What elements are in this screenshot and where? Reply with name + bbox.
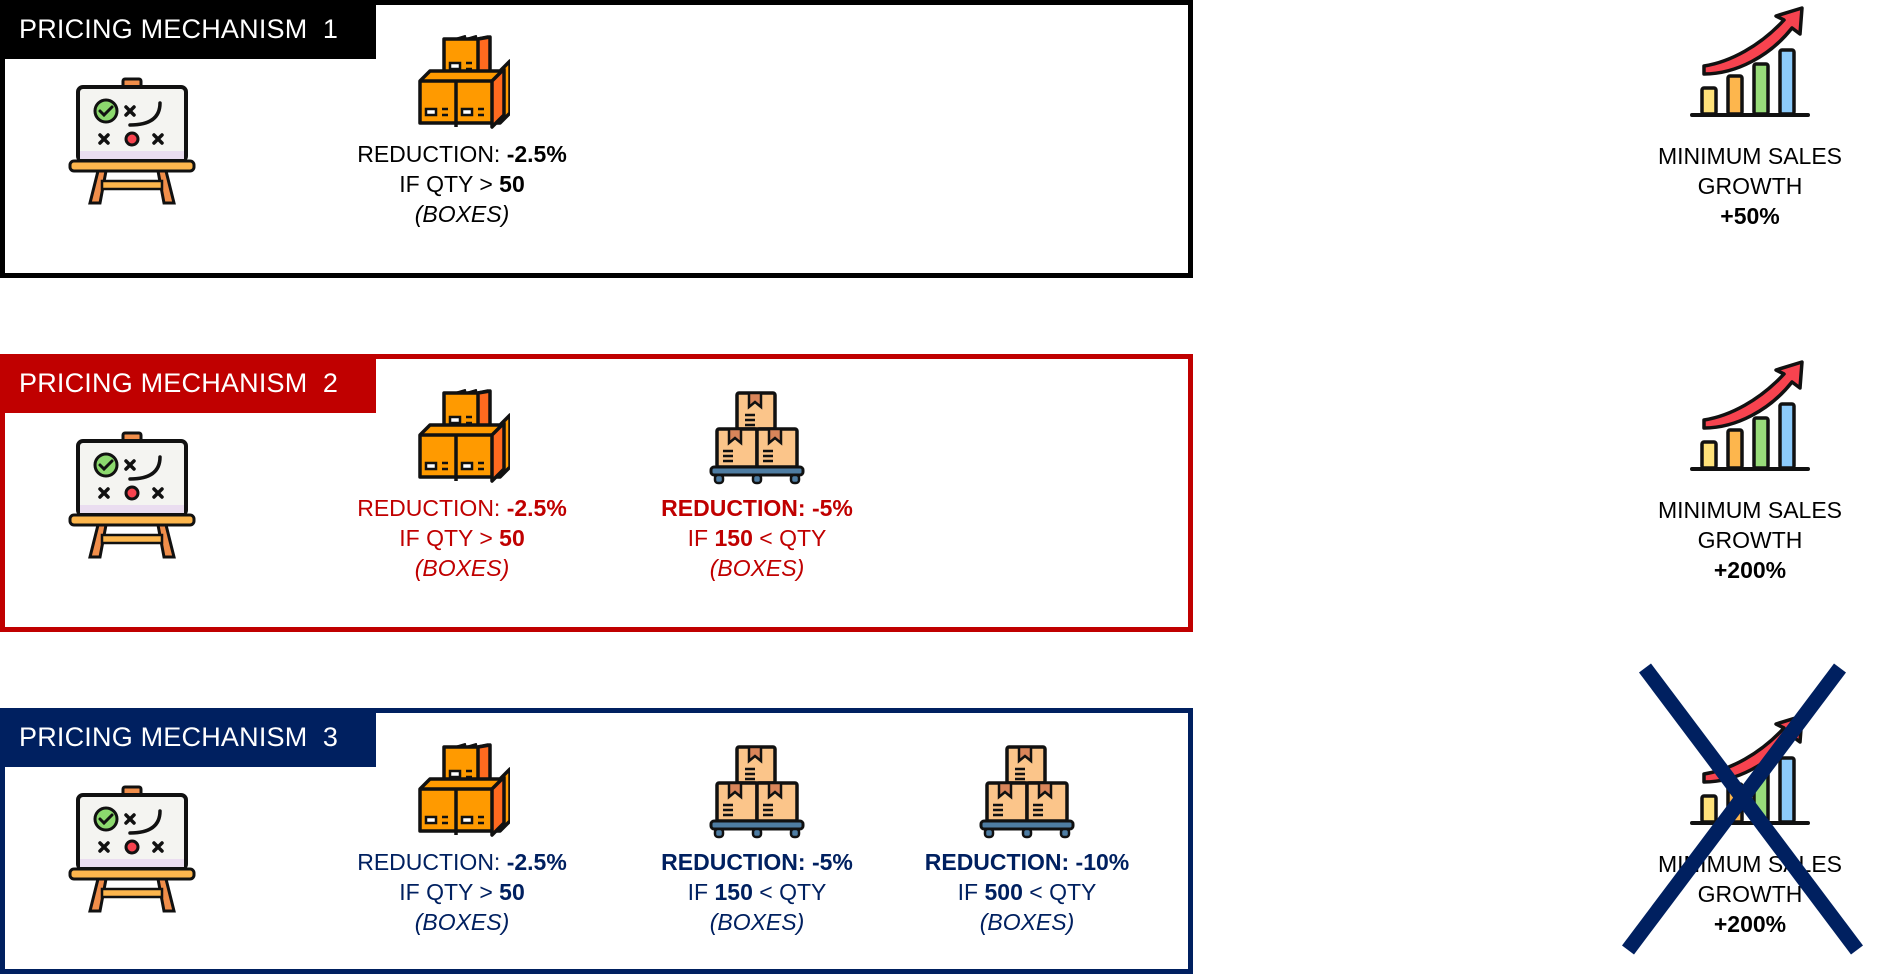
reduction-label: REDUCTION: (357, 849, 507, 875)
condition-line: IF QTY > 50 (312, 169, 612, 199)
growth-value: +200% (1713, 557, 1787, 583)
condition-value: 50 (499, 171, 525, 197)
reduction-line: REDUCTION: -5% (607, 493, 907, 523)
condition-prefix: IF (687, 525, 715, 551)
reduction-label: REDUCTION: (924, 849, 1076, 875)
growth-chart-icon (1690, 358, 1810, 473)
condition-line: IF 500 < QTY (877, 877, 1177, 907)
growth-chart-icon (1690, 4, 1810, 119)
tier-1: REDUCTION: -2.5% IF QTY > 50 (BOXES) (312, 743, 612, 937)
mechanism-title: PRICING MECHANISM 1 (0, 0, 376, 59)
condition-value: 150 (714, 879, 753, 905)
condition-line: IF QTY > 50 (312, 523, 612, 553)
condition-prefix: IF QTY > (399, 879, 500, 905)
unit-label: (BOXES) (414, 555, 510, 581)
condition-value: 50 (499, 525, 525, 551)
reduction-value: -5% (811, 495, 853, 521)
tier-2: REDUCTION: -5% IF 150 < QTY (BOXES) (607, 389, 907, 583)
growth-value: +200% (1713, 911, 1787, 937)
stacked-boxes-icon (414, 35, 510, 131)
pricing-mechanism-1: PRICING MECHANISM 1 REDUCTION: -2.5% IF … (0, 0, 1193, 278)
growth-label-line2: GROWTH (1697, 173, 1803, 199)
reduction-label: REDUCTION: (357, 495, 507, 521)
tier-1: REDUCTION: -2.5% IF QTY > 50 (BOXES) (312, 389, 612, 583)
reduction-value: -2.5% (506, 495, 567, 521)
reduction-line: REDUCTION: -10% (877, 847, 1177, 877)
cross-stroke-2 (1622, 663, 1846, 955)
reduction-line: REDUCTION: -5% (607, 847, 907, 877)
stacked-boxes-icon (414, 389, 510, 485)
condition-prefix: IF QTY > (399, 171, 500, 197)
growth-label-line2: GROWTH (1697, 527, 1803, 553)
condition-line: IF 150 < QTY (607, 523, 907, 553)
cross-out-icon (1622, 663, 1863, 955)
reduction-label: REDUCTION: (661, 495, 812, 521)
reduction-line: REDUCTION: -2.5% (312, 847, 612, 877)
sales-growth-target-2: MINIMUM SALES GROWTH +200% (1600, 358, 1890, 585)
condition-prefix: IF (687, 879, 715, 905)
condition-prefix: IF QTY > (399, 525, 500, 551)
condition-prefix: IF (957, 879, 985, 905)
reduction-value: -2.5% (506, 849, 567, 875)
pallet-boxes-icon (709, 389, 805, 485)
condition-suffix: < QTY (752, 525, 827, 551)
reduction-label: REDUCTION: (357, 141, 507, 167)
tier-2: REDUCTION: -5% IF 150 < QTY (BOXES) (607, 743, 907, 937)
tier-3: REDUCTION: -10% IF 500 < QTY (BOXES) (877, 743, 1177, 937)
pallet-boxes-icon (979, 743, 1075, 839)
condition-suffix: < QTY (752, 879, 827, 905)
easel-strategy-icon (68, 77, 196, 205)
condition-line: IF QTY > 50 (312, 877, 612, 907)
sales-growth-target-1: MINIMUM SALES GROWTH +50% (1600, 4, 1890, 231)
growth-label-line1: MINIMUM SALES (1657, 497, 1843, 523)
easel-strategy-icon (68, 785, 196, 913)
growth-label-line2: GROWTH (1697, 881, 1803, 907)
reduction-line: REDUCTION: -2.5% (312, 493, 612, 523)
mechanism-title: PRICING MECHANISM 2 (0, 354, 376, 413)
tier-1: REDUCTION: -2.5% IF QTY > 50 (BOXES) (312, 35, 612, 229)
unit-label: (BOXES) (414, 201, 510, 227)
stacked-boxes-icon (414, 743, 510, 839)
unit-label: (BOXES) (979, 909, 1075, 935)
easel-strategy-icon (68, 431, 196, 559)
condition-value: 50 (499, 879, 525, 905)
cross-stroke-1 (1639, 663, 1863, 955)
condition-value: 150 (714, 525, 753, 551)
pricing-mechanism-2: PRICING MECHANISM 2 REDUCTION: -2.5% IF … (0, 354, 1193, 632)
reduction-label: REDUCTION: (661, 849, 812, 875)
unit-label: (BOXES) (709, 909, 805, 935)
condition-line: IF 150 < QTY (607, 877, 907, 907)
growth-value: +50% (1720, 203, 1780, 229)
pallet-boxes-icon (709, 743, 805, 839)
reduction-value: -2.5% (506, 141, 567, 167)
unit-label: (BOXES) (414, 909, 510, 935)
reduction-line: REDUCTION: -2.5% (312, 139, 612, 169)
unit-label: (BOXES) (709, 555, 805, 581)
reduction-value: -10% (1075, 849, 1130, 875)
condition-suffix: < QTY (1022, 879, 1097, 905)
reduction-value: -5% (811, 849, 853, 875)
growth-label-line1: MINIMUM SALES (1657, 143, 1843, 169)
condition-value: 500 (984, 879, 1023, 905)
pricing-mechanism-3: PRICING MECHANISM 3 REDUCTION: -2.5% IF … (0, 708, 1193, 974)
mechanism-title: PRICING MECHANISM 3 (0, 708, 376, 767)
